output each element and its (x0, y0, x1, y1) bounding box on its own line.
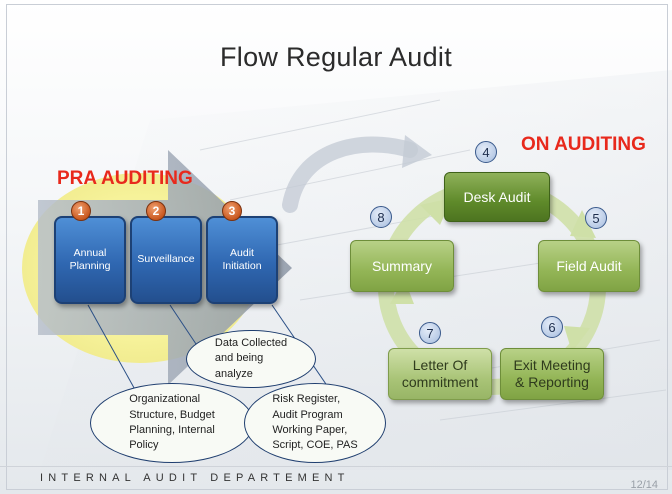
step-number-badge: 6 (541, 316, 563, 338)
step-field-audit[interactable]: Field Audit (538, 240, 640, 292)
step-label: Letter Of commitment (401, 357, 479, 390)
step-exit-meeting-reporting[interactable]: Exit Meeting & Reporting (500, 348, 604, 400)
cycle-arrowhead-c (564, 326, 590, 352)
cycle-arrowhead-b (570, 210, 596, 238)
step-label: Annual Planning (69, 246, 111, 272)
step-label: Surveillance (137, 253, 195, 266)
callout-annual-planning: Organizational Structure, Budget Plannin… (90, 383, 254, 463)
callout-audit-initiation: Risk Register, Audit Program Working Pap… (244, 383, 386, 463)
step-label: Exit Meeting & Reporting (513, 357, 591, 390)
step-number-badge: 4 (475, 141, 497, 163)
slide-title: Flow Regular Audit (219, 42, 452, 72)
callout-text: Data Collected and being analyze (214, 336, 288, 380)
step-annual-planning[interactable]: Annual Planning (54, 216, 126, 304)
step-letter-of-commitment[interactable]: Letter Of commitment (388, 348, 492, 400)
step-number-badge: 1 (71, 201, 91, 221)
step-audit-initiation[interactable]: Audit Initiation (206, 216, 278, 304)
step-number-badge: 2 (146, 201, 166, 221)
step-label: Desk Audit (463, 188, 531, 205)
step-label: Audit Initiation (222, 246, 262, 272)
step-number-badge: 3 (222, 201, 242, 221)
step-number-badge: 8 (370, 206, 392, 228)
callout-text: Risk Register, Audit Program Working Pap… (272, 393, 358, 452)
slide-footer: INTERNAL AUDIT DEPARTEMENT 12/14 (0, 466, 672, 494)
department-label: INTERNAL AUDIT DEPARTEMENT (40, 472, 350, 484)
page-number: 12/14 (630, 479, 658, 491)
step-surveillance[interactable]: Surveillance (130, 216, 202, 304)
pra-auditing-heading: PRA AUDITING (57, 168, 193, 189)
step-label: Field Audit (556, 257, 622, 274)
callout-text: Organizational Structure, Budget Plannin… (129, 393, 215, 452)
step-number-badge: 7 (419, 322, 441, 344)
step-summary[interactable]: Summary (350, 240, 454, 292)
step-desk-audit[interactable]: Desk Audit (444, 172, 550, 222)
step-label: Summary (372, 257, 432, 274)
step-number-badge: 5 (585, 207, 607, 229)
callout-surveillance: Data Collected and being analyze (186, 330, 316, 388)
on-auditing-heading: ON AUDITING (521, 134, 646, 155)
curved-arrow-head (402, 135, 432, 168)
curved-arrow (282, 136, 418, 213)
